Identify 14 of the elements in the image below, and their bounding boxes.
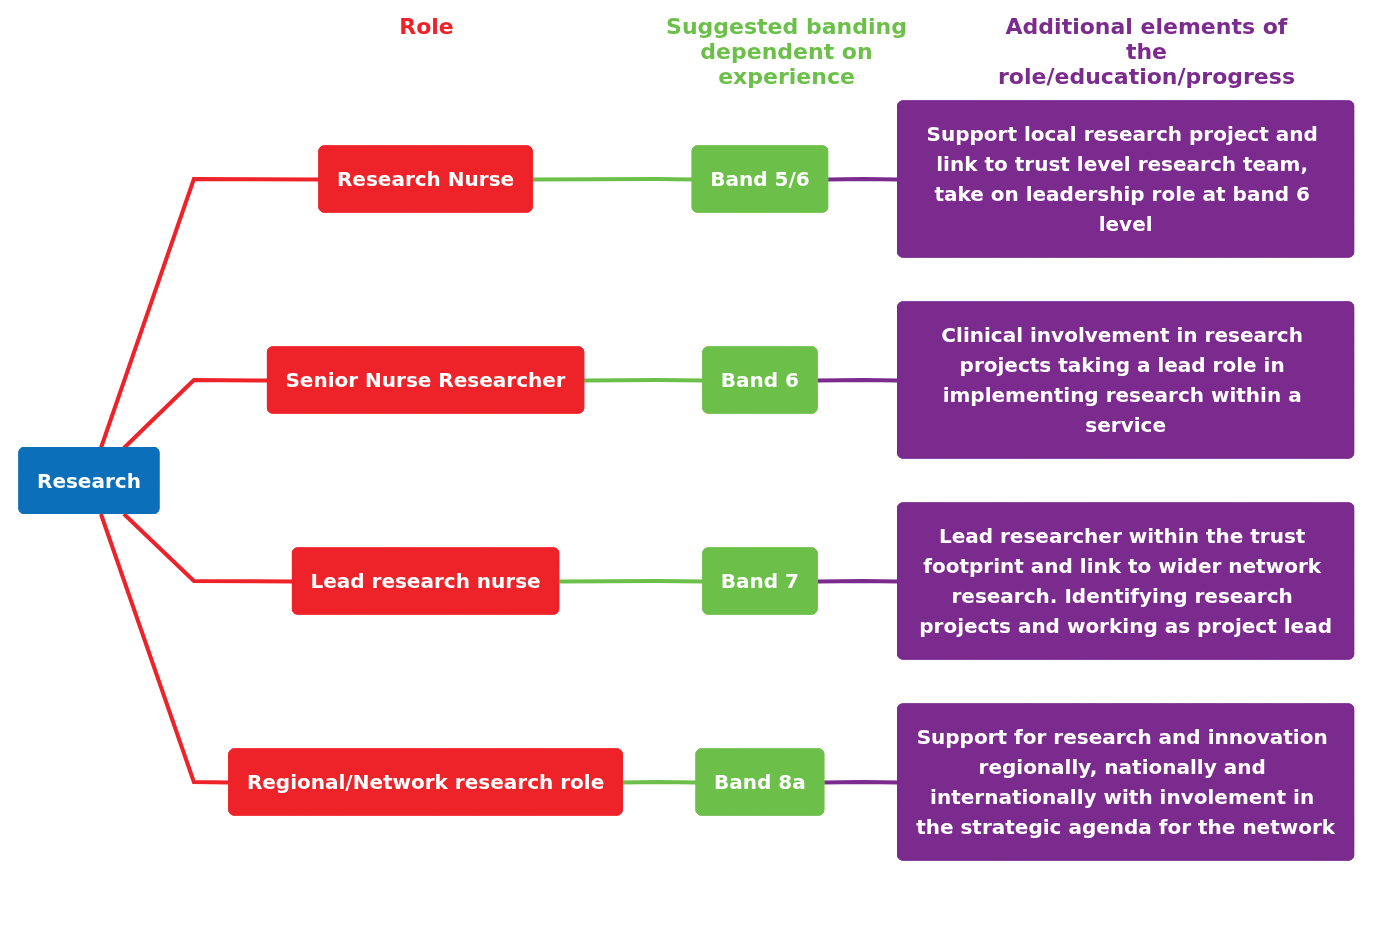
connector xyxy=(532,177,693,182)
column-heading: Additional elements of the role/education/progress xyxy=(997,14,1296,89)
connector xyxy=(122,512,294,584)
column-heading: Role xyxy=(398,14,455,41)
connector xyxy=(99,513,230,785)
connector xyxy=(99,177,320,449)
column-heading: Suggested banding dependent on experience xyxy=(665,14,908,89)
connector xyxy=(824,780,899,785)
connector xyxy=(828,177,899,182)
connector xyxy=(817,378,899,383)
connector xyxy=(559,579,704,584)
connector xyxy=(622,780,697,785)
connector xyxy=(817,579,899,584)
connector xyxy=(584,378,704,383)
